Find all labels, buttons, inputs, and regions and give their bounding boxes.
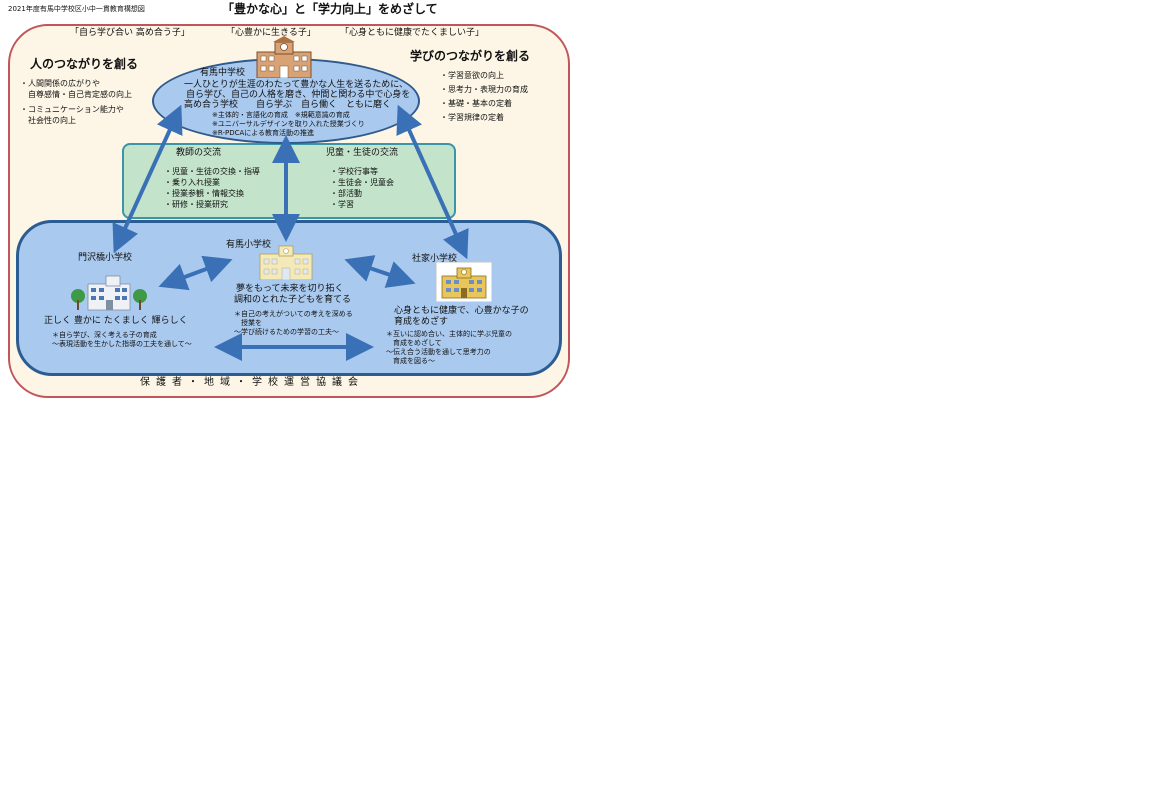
goal-2: 「心豊かに生きる子」 — [226, 28, 316, 38]
goal-3: 「心身ともに健康でたくましい子」 — [340, 28, 485, 38]
teachers-item-2: ・乗り入れ授業 — [164, 178, 220, 187]
students-item-2: ・生徒会・児童会 — [330, 178, 394, 187]
students-exchange-title: 児童・生徒の交流 — [326, 148, 399, 158]
students-item-1: ・学校行事等 — [330, 167, 378, 176]
monzawa-elem-motto: 正しく 豊かに たくましく 輝らしく — [44, 316, 188, 326]
shake-elem-building-icon — [436, 262, 492, 302]
shake-elem-note-3: 〜伝え合う活動を通して思考力の — [386, 348, 491, 356]
shake-elem-motto-1: 心身ともに健康で、心豊かな子の — [394, 306, 529, 316]
arrow-monzawa-to-arima — [158, 255, 233, 291]
arima-elem-motto-1: 夢をもって未来を切り拓く — [236, 284, 344, 294]
left-item-4: 社会性の向上 — [20, 116, 76, 125]
arrow-arima-to-shake — [344, 255, 416, 288]
main-title: 「豊かな心」と「学力向上」をめざして — [222, 2, 438, 16]
right-item-3: ・基礎・基本の定着 — [440, 99, 512, 108]
shake-elem-motto-2: 育成をめざす — [394, 317, 449, 327]
teachers-item-4: ・研修・授業研究 — [164, 200, 228, 209]
goal-1: 「自ら学び合い 高め合う子」 — [70, 28, 190, 38]
students-item-4: ・学習 — [330, 200, 354, 209]
middle-school-line-2: 自ら学び、自己の人格を磨き、仲間と関わる中で心身を — [186, 90, 411, 100]
left-item-2: 自尊感情・自己肯定感の向上 — [20, 90, 132, 99]
right-item-1: ・学習意欲の向上 — [440, 71, 504, 80]
teachers-item-1: ・児童・生徒の交換・指導 — [164, 167, 260, 176]
arima-elem-note-3: 〜学び続けるための学習の工夫〜 — [234, 328, 339, 336]
arrow-middle-to-shake — [396, 104, 469, 260]
arrow-middle-to-monzawa — [112, 104, 183, 254]
monzawa-elem-name: 門沢橋小学校 — [78, 253, 133, 263]
arima-elem-motto-2: 調和のとれた子どもを育てる — [234, 295, 352, 305]
left-item-3: ・コミュニケーション能力や — [20, 105, 124, 114]
students-item-3: ・部活動 — [330, 189, 362, 198]
shake-elem-note-4: 育成を図る〜 — [386, 357, 435, 365]
middle-school-line-1: 一人ひとりが生涯のわたって豊かな人生を送るために、 — [184, 80, 409, 90]
arima-elem-note-2: 授業を — [234, 319, 262, 327]
teachers-exchange-title: 教師の交流 — [176, 148, 222, 158]
shake-elem-note-2: 育成をめざして — [386, 339, 442, 347]
middle-school-note-1: ※主体的・言語化の育成 ※規範意識の育成 — [212, 111, 350, 119]
monzawa-elem-building-icon — [71, 275, 147, 311]
arima-elem-name: 有馬小学校 — [226, 240, 272, 250]
middle-school-note-2: ※ユニバーサルデザインを取り入れた授業づくり — [212, 120, 365, 128]
middle-school-building-icon — [256, 36, 312, 78]
arima-elem-note-1: ＊自己の考えがついての考えを深める — [234, 310, 353, 318]
left-panel-title: 人のつながりを創る — [30, 57, 139, 71]
footer-label: 保護者・地域・学校運営協議会 — [140, 377, 364, 388]
right-panel-title: 学びのつながりを創る — [410, 49, 531, 63]
middle-school-note-3: ※R-PDCAによる教育活動の推進 — [212, 129, 315, 137]
right-item-4: ・学習規律の定着 — [440, 113, 504, 122]
teachers-item-3: ・授業参観・情報交換 — [164, 189, 244, 198]
arima-elem-building-icon — [259, 245, 313, 280]
document-label: 2021年度有馬中学校区小中一貫教育構想図 — [8, 5, 145, 13]
monzawa-elem-note-2: 〜表現活動を生かした指導の工夫を通して〜 — [52, 340, 192, 348]
shake-elem-note-1: ＊互いに認め合い、主体的に学ぶ児童の — [386, 330, 512, 338]
shake-elem-name: 社家小学校 — [412, 254, 458, 264]
right-item-2: ・思考力・表現力の育成 — [440, 85, 528, 94]
monzawa-elem-note-1: ＊自ら学び、深く考える子の育成 — [52, 331, 157, 339]
left-item-1: ・人間関係の広がりや — [20, 79, 100, 88]
middle-school-line-3: 高め合う学校 自ら学ぶ 自ら働く ともに磨く — [184, 100, 392, 110]
middle-school-name: 有馬中学校 — [200, 68, 246, 78]
